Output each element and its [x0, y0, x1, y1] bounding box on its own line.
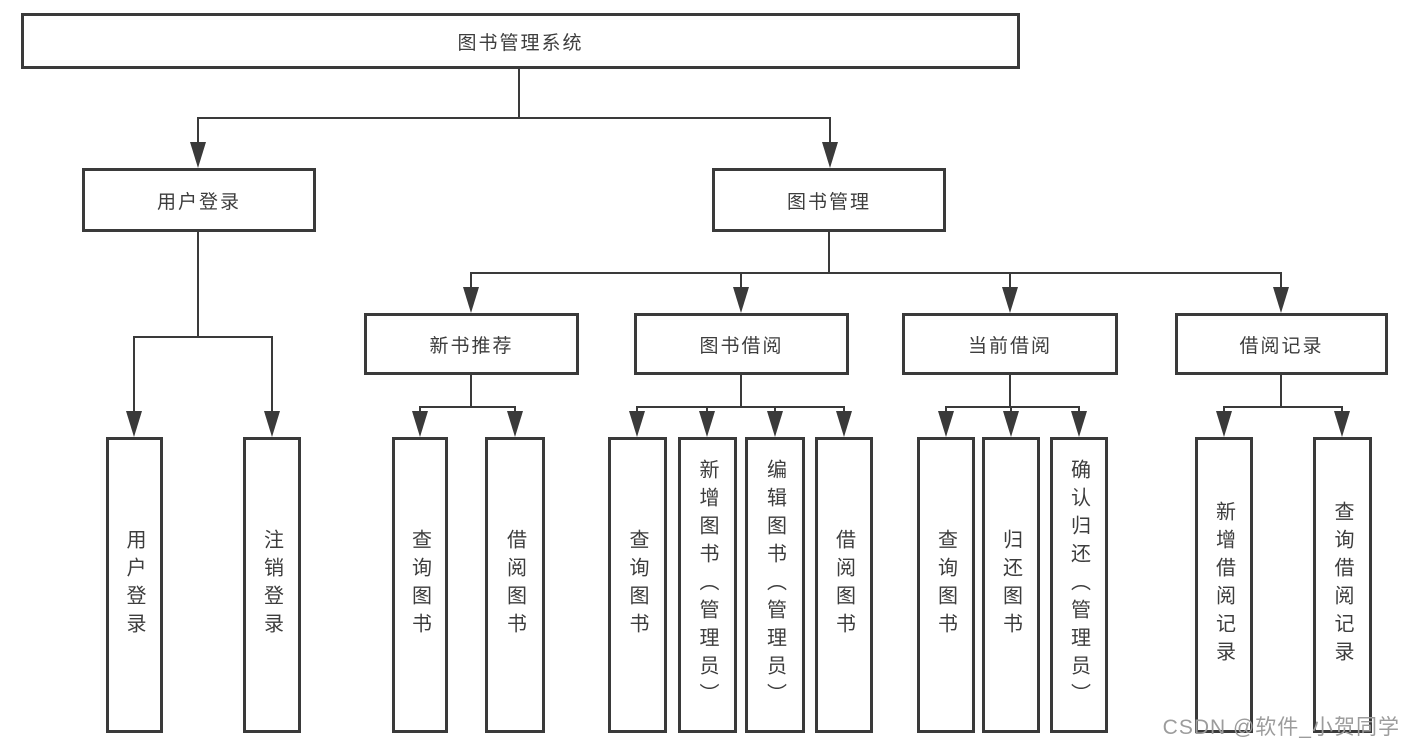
- arrowhead-icon: [1334, 411, 1350, 437]
- connector-line: [197, 117, 831, 119]
- connector-line: [1280, 375, 1282, 408]
- connector-line: [843, 406, 845, 411]
- connector-line: [945, 406, 1080, 408]
- connector-line: [470, 272, 472, 287]
- connector-line: [419, 406, 516, 408]
- connector-line: [740, 375, 742, 408]
- arrowhead-icon: [264, 411, 280, 437]
- node-new-book-recommend: 新书推荐: [364, 313, 579, 375]
- leaf-borrow-edit-book-admin: 编辑图书（管理员）: [745, 437, 805, 733]
- connector-line: [1341, 406, 1343, 411]
- leaf-borrow-borrow-book: 借阅图书: [815, 437, 873, 733]
- arrowhead-icon: [767, 411, 783, 437]
- connector-line: [1009, 375, 1011, 408]
- connector-line: [514, 406, 516, 411]
- leaf-records-query-record: 查询借阅记录: [1313, 437, 1372, 733]
- arrowhead-icon: [1216, 411, 1232, 437]
- arrowhead-icon: [836, 411, 852, 437]
- arrowhead-icon: [463, 287, 479, 313]
- node-book-borrow: 图书借阅: [634, 313, 849, 375]
- connector-line: [470, 375, 472, 408]
- leaf-logout: 注销登录: [243, 437, 301, 733]
- connector-line: [197, 232, 199, 337]
- connector-line: [1078, 406, 1080, 411]
- connector-line: [774, 406, 776, 411]
- arrowhead-icon: [629, 411, 645, 437]
- arrowhead-icon: [822, 142, 838, 168]
- connector-line: [419, 406, 421, 411]
- connector-line: [271, 336, 273, 411]
- connector-line: [945, 406, 947, 411]
- connector-line: [706, 406, 708, 411]
- node-current-borrow: 当前借阅: [902, 313, 1118, 375]
- arrowhead-icon: [190, 142, 206, 168]
- node-root: 图书管理系统: [21, 13, 1020, 69]
- node-borrow-records: 借阅记录: [1175, 313, 1388, 375]
- leaf-recommend-query-book: 查询图书: [392, 437, 448, 733]
- arrowhead-icon: [1003, 411, 1019, 437]
- connector-line: [1223, 406, 1225, 411]
- connector-line: [470, 272, 1282, 274]
- connector-line: [133, 336, 135, 411]
- leaf-records-add-record: 新增借阅记录: [1195, 437, 1253, 733]
- arrowhead-icon: [733, 287, 749, 313]
- connector-line: [829, 117, 831, 142]
- leaf-current-query-book: 查询图书: [917, 437, 975, 733]
- leaf-current-confirm-return-admin: 确认归还（管理员）: [1050, 437, 1108, 733]
- leaf-current-return-book: 归还图书: [982, 437, 1040, 733]
- connector-line: [828, 232, 830, 273]
- connector-line: [636, 406, 845, 408]
- connector-line: [197, 117, 199, 142]
- connector-line: [740, 272, 742, 287]
- arrowhead-icon: [1002, 287, 1018, 313]
- arrowhead-icon: [1071, 411, 1087, 437]
- connector-line: [1010, 406, 1012, 411]
- arrowhead-icon: [938, 411, 954, 437]
- leaf-recommend-borrow-book: 借阅图书: [485, 437, 545, 733]
- connector-line: [1223, 406, 1343, 408]
- arrowhead-icon: [699, 411, 715, 437]
- connector-line: [133, 336, 273, 338]
- connector-line: [636, 406, 638, 411]
- connector-line: [518, 69, 520, 117]
- arrowhead-icon: [412, 411, 428, 437]
- leaf-borrow-query-book: 查询图书: [608, 437, 667, 733]
- node-user-login: 用户登录: [82, 168, 316, 232]
- leaf-user-login: 用户登录: [106, 437, 163, 733]
- arrowhead-icon: [126, 411, 142, 437]
- leaf-borrow-add-book-admin: 新增图书（管理员）: [678, 437, 737, 733]
- node-book-mgmt: 图书管理: [712, 168, 946, 232]
- connector-line: [1009, 272, 1011, 287]
- watermark: CSDN @软件_小贺同学: [1162, 716, 1400, 739]
- arrowhead-icon: [507, 411, 523, 437]
- arrowhead-icon: [1273, 287, 1289, 313]
- connector-line: [1280, 272, 1282, 287]
